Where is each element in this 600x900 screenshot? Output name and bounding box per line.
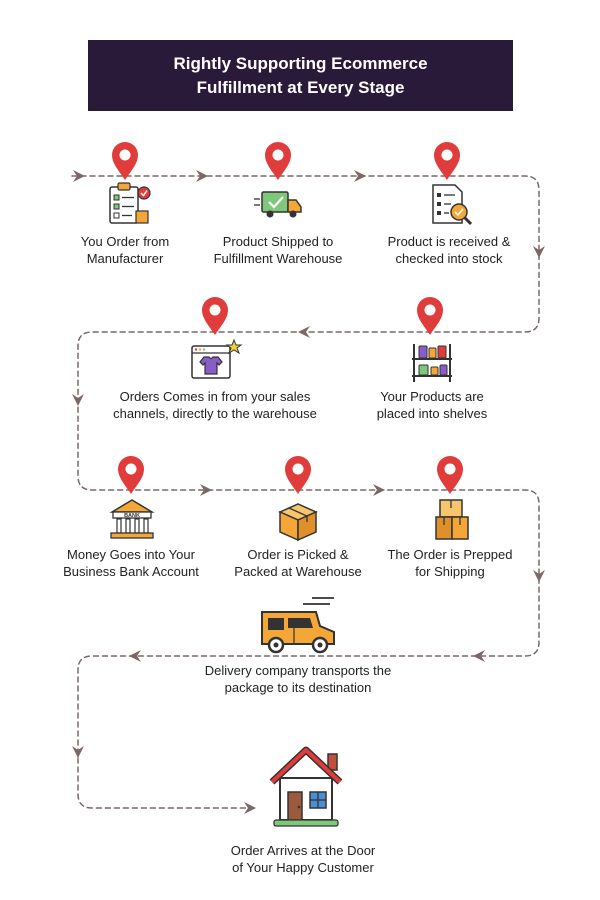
location-pin-icon	[112, 142, 138, 180]
location-pin-icon	[437, 456, 463, 494]
house-icon	[269, 746, 343, 827]
location-pin-icon	[118, 456, 144, 494]
flow-arrows	[72, 170, 545, 814]
location-pin-icon	[202, 297, 228, 335]
title-line-1: Rightly Supporting Ecommerce	[173, 53, 428, 73]
delivery-van-icon	[261, 597, 335, 654]
browser-tshirt-icon	[191, 338, 243, 379]
bank-building-icon: BANK	[109, 499, 155, 539]
title-line-2: Fulfillment at Every Stage	[196, 77, 405, 97]
location-pin-icon	[434, 142, 460, 180]
title-banner: Rightly Supporting Ecommerce Fulfillment…	[88, 40, 513, 111]
location-pin-icon	[285, 456, 311, 494]
document-magnifier-icon	[432, 184, 473, 226]
step-label-product-received: Product is received &checked into stock	[387, 234, 511, 266]
location-pin-icon	[417, 297, 443, 335]
shelf-products-icon	[412, 344, 452, 382]
delivery-truck-check-icon	[254, 191, 302, 218]
flow-path	[71, 175, 540, 809]
bank-sign-text: BANK	[124, 513, 140, 519]
stacked-boxes-icon	[435, 499, 469, 540]
open-box-icon	[278, 503, 318, 542]
clipboard-checklist-icon	[109, 182, 151, 224]
step-label-order-picked-packed: Order is Picked &Packed at Warehouse	[234, 547, 362, 579]
location-pin-icon	[265, 142, 291, 180]
